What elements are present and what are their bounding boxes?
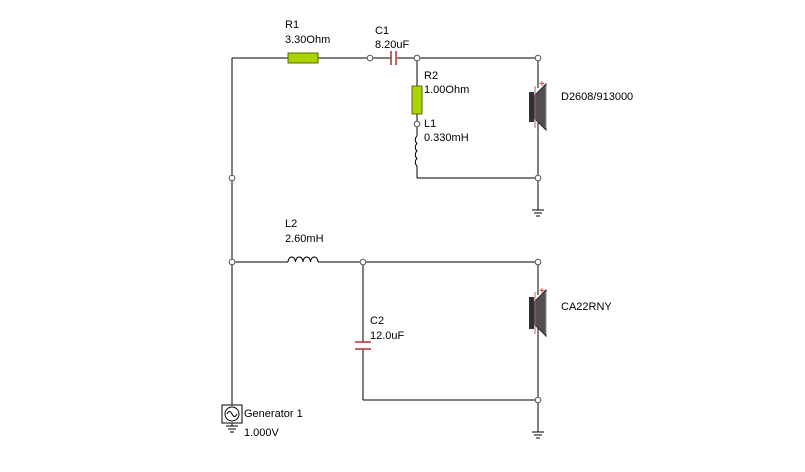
speaker2-label: CA22RNY [561,301,612,313]
node-spk2-minus[interactable] [534,396,542,404]
generator-1[interactable]: Generator 1 1.000V [221,404,303,439]
node-c1-left[interactable] [366,54,374,62]
resistor-icon [411,85,423,115]
speaker-d2608[interactable]: + D2608/913000 [529,79,633,132]
inductor-icon [414,135,418,167]
ground-speaker1 [532,205,544,217]
r2-ref-label: R2 [424,70,438,82]
node-spk1-plus[interactable] [534,54,542,62]
capacitor-icon [390,51,397,65]
speaker-icon [529,288,547,338]
inductor-l1[interactable]: L1 0.330mH [414,118,469,167]
capacitor-c2[interactable]: C2 12.0uF [355,315,405,350]
speaker1-label: D2608/913000 [561,91,633,103]
ground-icon [226,423,238,433]
r1-value-label: 3.30Ohm [285,34,330,46]
capacitor-icon [355,341,371,350]
speaker1-polarity: + [539,79,545,90]
node-spk1-minus[interactable] [534,174,542,182]
speaker-ca22rny[interactable]: + CA22RNY [529,286,612,338]
junction-nodes [228,54,542,404]
speaker2-polarity: + [539,286,545,297]
node-left-mid[interactable] [228,174,236,182]
r2-value-label: 1.00Ohm [424,84,469,96]
wires [231,57,539,428]
node-c2-top[interactable] [359,258,367,266]
c1-value-label: 8.20uF [375,39,410,51]
r1-ref-label: R1 [285,19,299,31]
resistor-r1[interactable]: R1 3.30Ohm [285,19,330,64]
ground-icon [532,205,544,217]
generator-ref-label: Generator 1 [244,408,303,420]
generator-value-label: 1.000V [244,427,280,439]
ac-source-icon [221,404,243,424]
resistor-icon [287,52,319,64]
l2-ref-label: L2 [285,218,297,230]
node-spk2-plus[interactable] [534,258,542,266]
node-r2-l1[interactable] [413,120,421,128]
inductor-icon [287,256,319,263]
ground-speaker2 [532,428,544,439]
c1-ref-label: C1 [375,25,389,37]
l2-value-label: 2.60mH [285,233,324,245]
speaker-icon [529,82,547,132]
l1-value-label: 0.330mH [424,132,469,144]
resistor-r2[interactable]: R2 1.00Ohm [411,70,469,115]
c2-ref-label: C2 [370,315,384,327]
ground-icon [532,428,544,439]
node-c1-right[interactable] [413,54,421,62]
c2-value-label: 12.0uF [370,330,405,342]
l1-ref-label: L1 [424,118,436,130]
node-left-l2[interactable] [228,258,236,266]
capacitor-c1[interactable]: C1 8.20uF [375,25,410,65]
inductor-l2[interactable]: L2 2.60mH [285,218,324,263]
